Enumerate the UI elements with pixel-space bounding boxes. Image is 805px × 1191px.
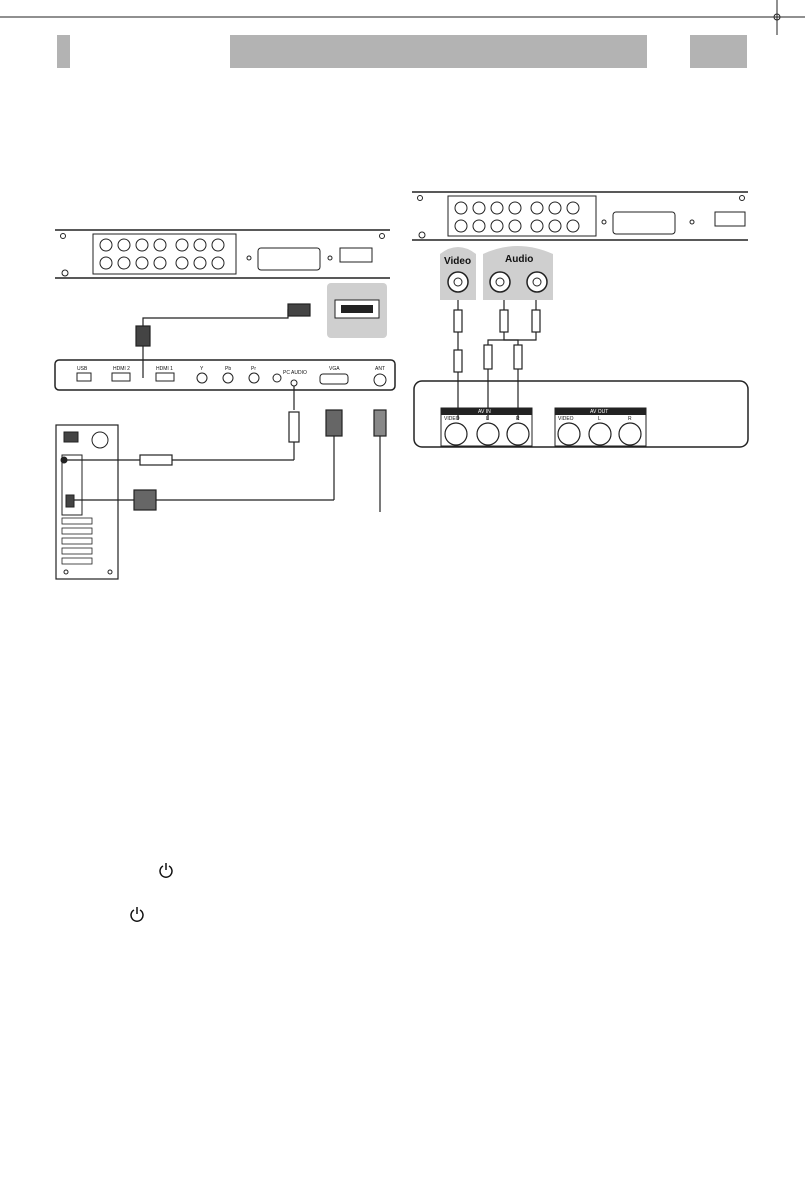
dvd-rear-panel-right [412,191,748,241]
port-usb-label: USB [77,366,88,372]
port-vga-label: VGA [329,366,340,372]
dvd-rear-panel-left [55,229,390,279]
pc-tower [55,424,119,580]
pc-audio-cable [64,386,300,466]
av-out-title: AV OUT [590,409,608,415]
header-title-bar [230,35,647,68]
tv-av-panel: AV IN VIDEO L R AV OUT VIDEO L R [413,380,749,448]
vga-cable [70,409,343,511]
port-pr-label: Pr [251,366,256,372]
port-ant-label: ANT [375,366,385,372]
port-pb-label: Pb [225,366,231,372]
video-label: Video [444,256,471,267]
av-out-l-label: L [598,416,601,422]
header-page-tab [690,35,747,68]
rca-cables [453,300,541,420]
crop-marks [0,0,805,35]
av-in-r-label: R [516,416,520,422]
av-in-video-label: VIDEO [444,416,460,422]
port-pc-audio-label: PC AUDIO [283,370,307,376]
hdmi-cable [135,303,311,378]
av-out-r-label: R [628,416,632,422]
port-y-label: Y [200,366,204,372]
av-in-title: AV IN [478,409,491,415]
antenna-cable [373,409,387,512]
power-icon [130,907,144,922]
av-out-video-label: VIDEO [558,416,574,422]
video-highlight: Video [440,247,476,300]
header-left-tab [57,35,70,68]
hdmi-highlight [327,283,387,338]
tv-rear-panel: USB HDMI 2 HDMI 1 Y Pb Pr PC AUDIO VGA A… [54,359,396,391]
port-hdmi2-label: HDMI 2 [113,366,130,372]
power-icon [159,863,173,878]
audio-highlight: Audio [483,246,553,300]
port-hdmi1-label: HDMI 1 [156,366,173,372]
audio-label: Audio [505,254,533,265]
av-in-l-label: L [486,416,489,422]
